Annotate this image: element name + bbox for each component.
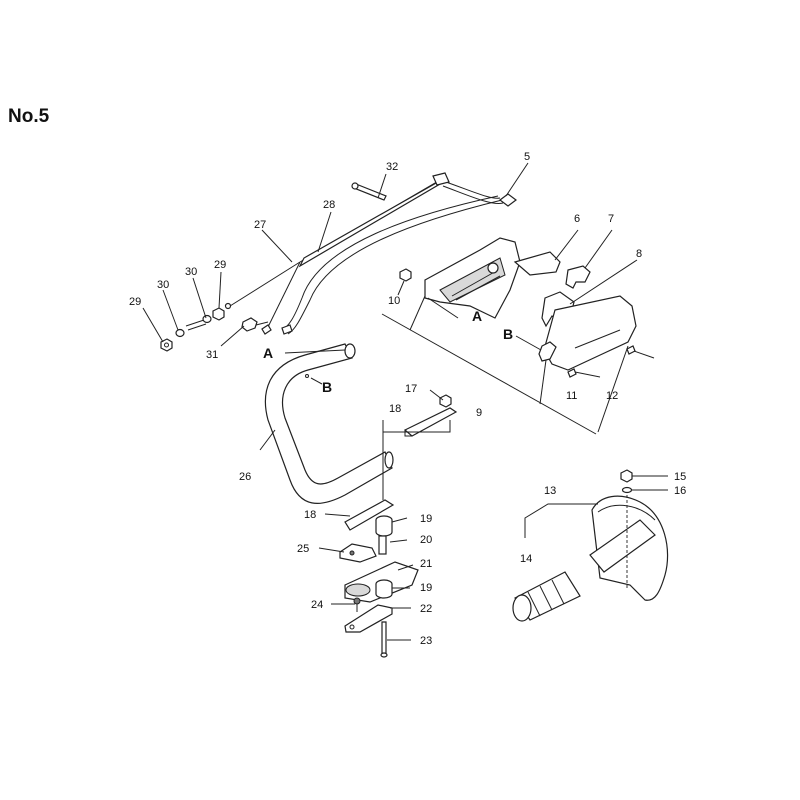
nut-17[interactable]: [439, 394, 452, 408]
throttle-cable[interactable]: [224, 172, 504, 335]
bolt-23[interactable]: [380, 621, 388, 658]
callout-22: 22: [420, 603, 432, 615]
callout-24: 24: [311, 599, 323, 611]
nut-10[interactable]: [399, 268, 412, 282]
callout-15: 15: [674, 471, 686, 483]
callout-5: 5: [524, 151, 530, 163]
callout-21: 21: [420, 558, 432, 570]
callout-7: 7: [608, 213, 614, 225]
nut-15[interactable]: [620, 469, 633, 483]
washer-16[interactable]: [621, 486, 633, 494]
handle-bolt-b[interactable]: [538, 341, 557, 362]
callout-19-lower: 19: [420, 582, 432, 594]
callout-26: 26: [239, 471, 251, 483]
bracket-9-line: [381, 313, 597, 435]
page-title: No.5: [8, 106, 50, 127]
bracket-13-line: [524, 503, 598, 538]
callout-17: 17: [405, 383, 417, 395]
callout-30-left: 30: [157, 279, 169, 291]
callout-16: 16: [674, 485, 686, 497]
damper-19-upper[interactable]: [375, 515, 393, 537]
plate-18-lower[interactable]: [344, 499, 395, 531]
callout-20: 20: [420, 534, 432, 546]
spacer-30[interactable]: [185, 319, 207, 331]
pin-20[interactable]: [378, 535, 387, 555]
callout-25: 25: [297, 543, 309, 555]
washer-30-left[interactable]: [175, 328, 185, 338]
guard-13[interactable]: [589, 495, 669, 601]
bracket-25[interactable]: [339, 543, 377, 563]
handle-half-8[interactable]: [541, 291, 637, 371]
marker-a-bar: A: [263, 345, 273, 361]
screw-24[interactable]: [353, 597, 361, 612]
callout-8: 8: [636, 248, 642, 260]
cable-pin-32[interactable]: [351, 182, 387, 201]
lever-lock-7[interactable]: [565, 265, 591, 289]
marker-b-handle: B: [503, 326, 513, 342]
callout-12: 12: [606, 390, 618, 402]
callout-31: 31: [206, 349, 218, 361]
callout-13: 13: [544, 485, 556, 497]
marker-b-bar: B: [322, 379, 332, 395]
callout-27: 27: [254, 219, 266, 231]
damper-19-lower[interactable]: [375, 579, 393, 599]
callout-29-right: 29: [214, 259, 226, 271]
throttle-lever-6[interactable]: [513, 251, 561, 276]
callout-18-upper: 18: [389, 403, 401, 415]
grip-14[interactable]: [512, 571, 581, 622]
callout-23: 23: [420, 635, 432, 647]
callout-29-left: 29: [129, 296, 141, 308]
callout-6: 6: [574, 213, 580, 225]
throttle-handle-5[interactable]: [424, 193, 521, 319]
bolt-31[interactable]: [241, 317, 269, 332]
screw-11[interactable]: [567, 368, 601, 378]
callout-19-upper: 19: [420, 513, 432, 525]
washer-30-right[interactable]: [202, 314, 212, 324]
nut-29-right[interactable]: [212, 307, 225, 321]
callout-9: 9: [476, 407, 482, 419]
nut-29-left[interactable]: [160, 338, 173, 352]
callout-32: 32: [386, 161, 398, 173]
callout-18-lower: 18: [304, 509, 316, 521]
front-handle-26[interactable]: [264, 343, 394, 504]
callout-14: 14: [520, 553, 532, 565]
callout-10: 10: [388, 295, 400, 307]
screw-12[interactable]: [626, 345, 655, 359]
callout-30-right: 30: [185, 266, 197, 278]
callout-28: 28: [323, 199, 335, 211]
callout-11: 11: [566, 390, 577, 402]
marker-a-handle: A: [472, 308, 482, 324]
plate-22[interactable]: [344, 604, 393, 633]
